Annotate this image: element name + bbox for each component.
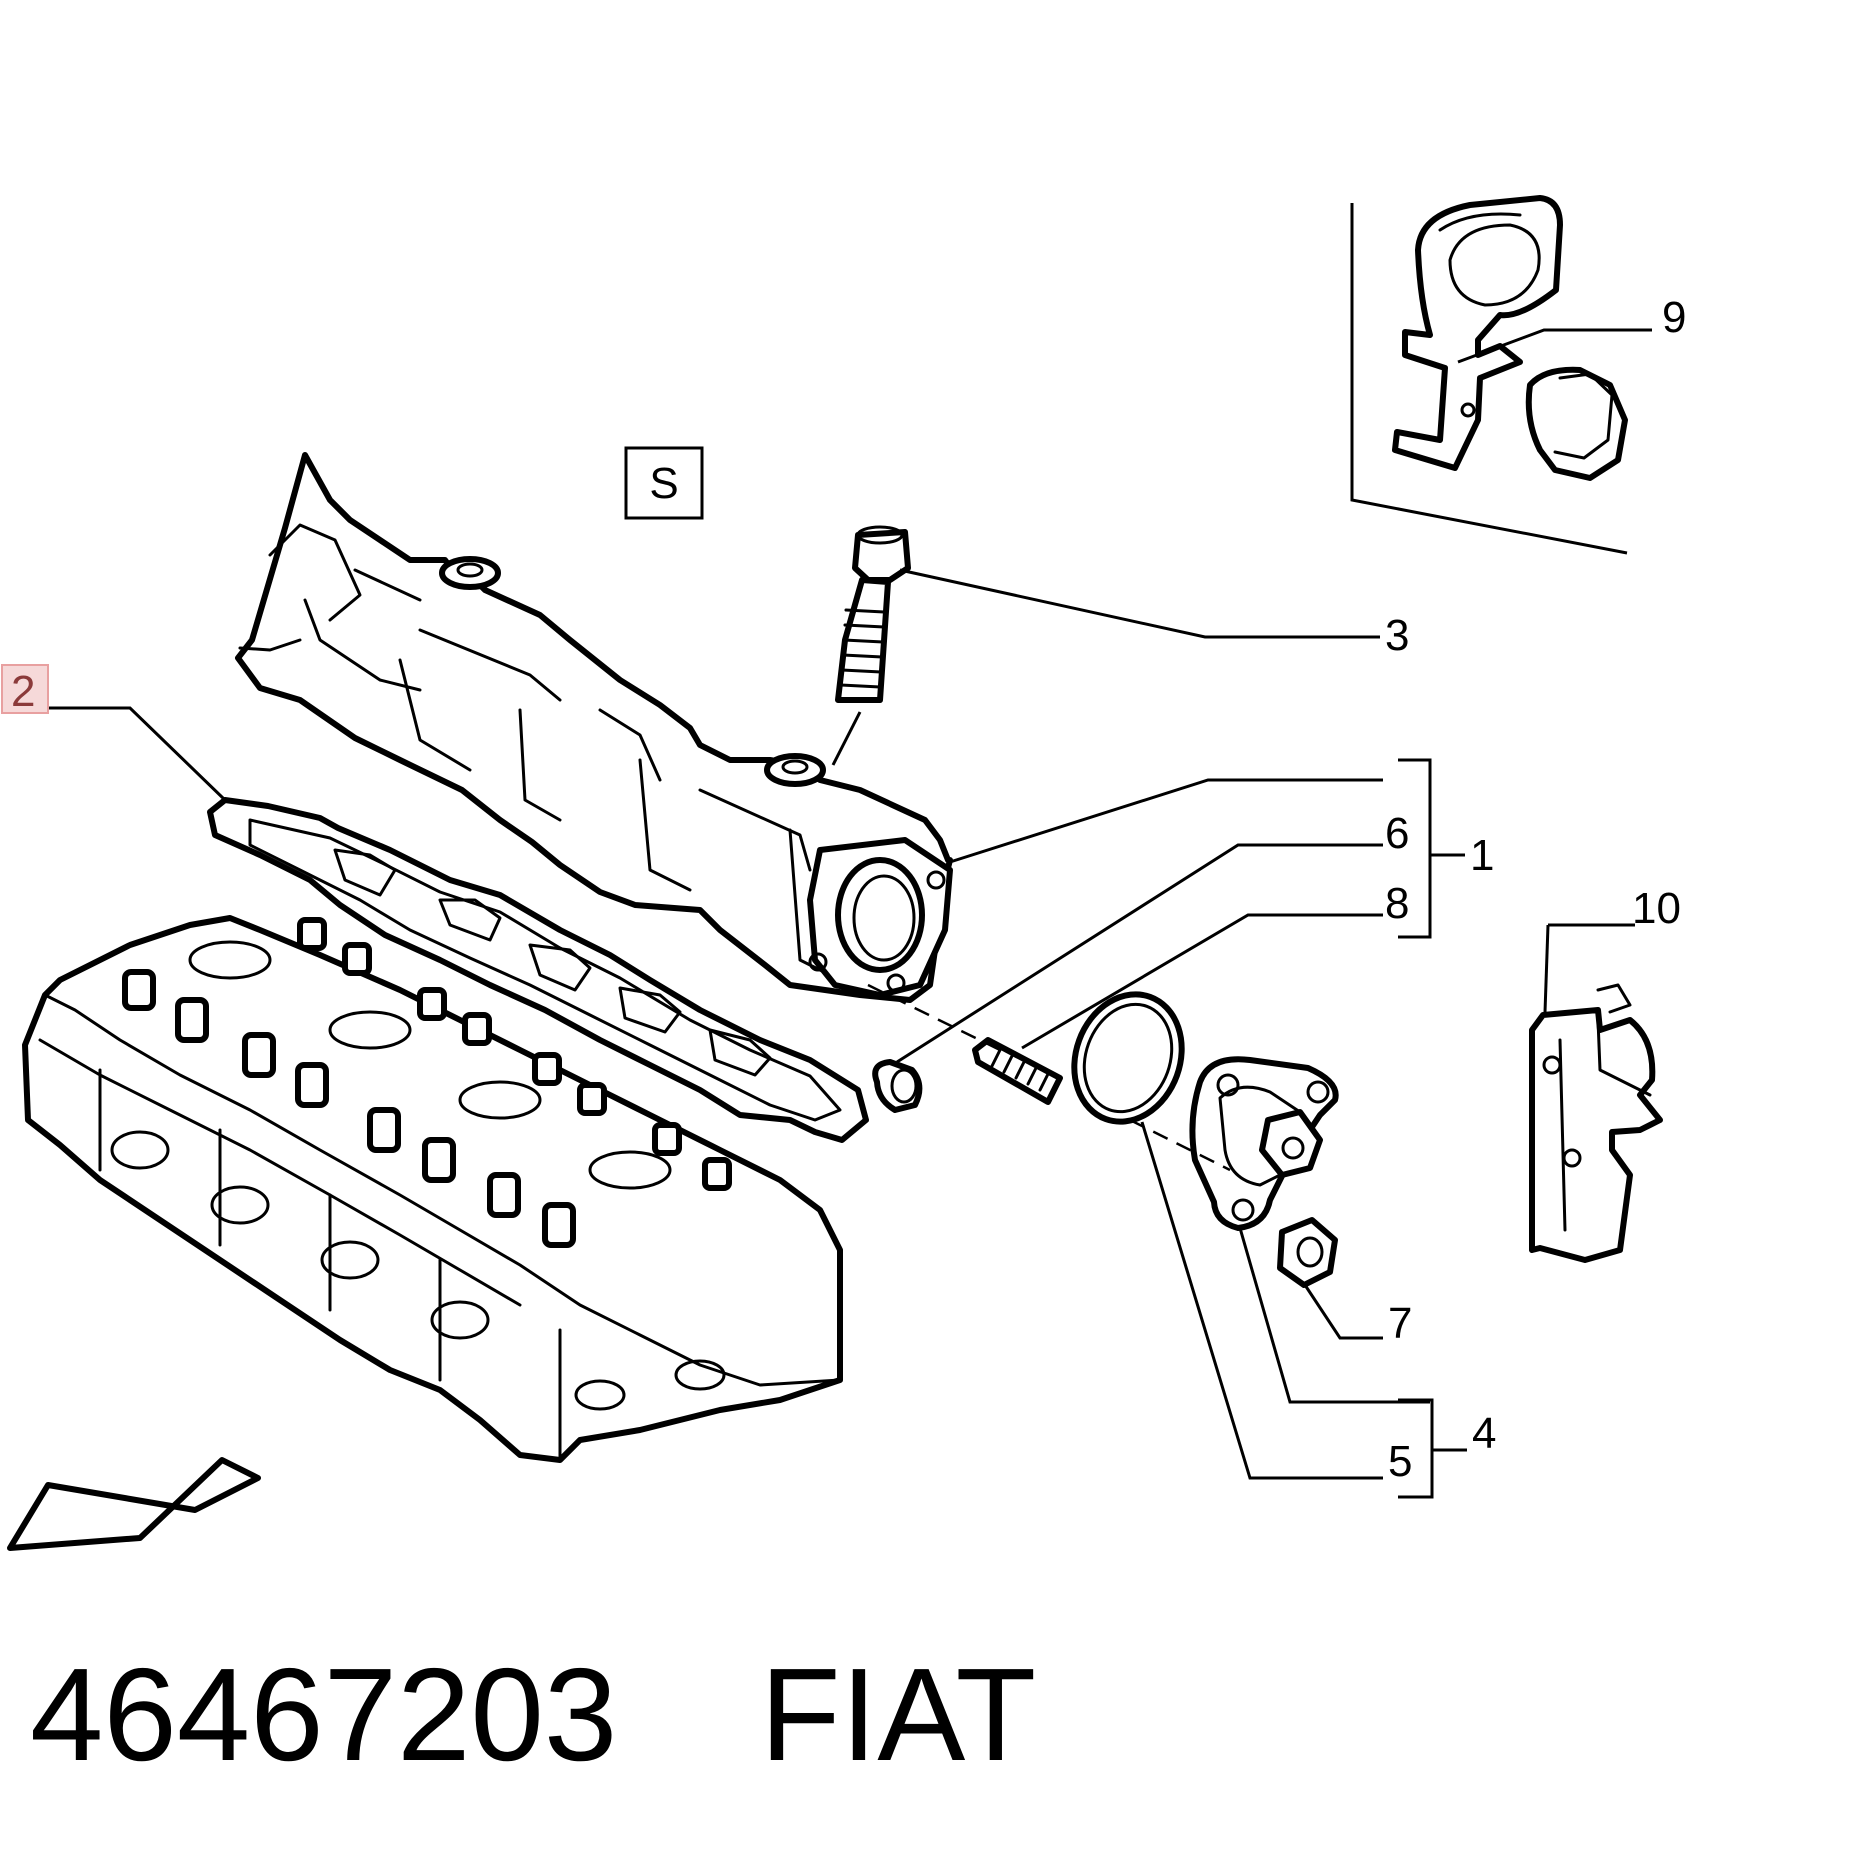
section-box: S <box>624 446 704 520</box>
inset-frame-part-9 <box>1350 203 1628 555</box>
callout-7: 7 <box>1388 1299 1412 1348</box>
part-7-nut <box>1277 1217 1338 1288</box>
callout-3: 3 <box>1385 611 1409 660</box>
part-9-sensor-bracket <box>1392 195 1652 481</box>
tappets <box>122 917 732 1248</box>
direction-arrow-icon <box>7 1457 261 1551</box>
callout-2: 2 <box>11 667 35 716</box>
callout-10: 10 <box>1632 884 1681 933</box>
part-6-plug <box>872 1059 923 1113</box>
footer: 46467203 FIAT <box>30 1641 1036 1788</box>
part-8-stud <box>972 1037 1063 1105</box>
callout-5: 5 <box>1388 1437 1412 1486</box>
callout-4: 4 <box>1472 1409 1496 1458</box>
callout-2-highlight <box>1 664 49 714</box>
callout-6: 6 <box>1385 809 1409 858</box>
part-4-thermostat-housing <box>1189 1056 1339 1231</box>
assembly-axis-line-2 <box>1129 1118 1231 1172</box>
leader-lines <box>48 706 1635 1499</box>
brand-name: FIAT <box>760 1641 1036 1788</box>
callout-9: 9 <box>1662 293 1686 342</box>
part-10-bracket <box>1529 983 1663 1263</box>
part-3-bolt <box>831 525 1380 766</box>
section-code: S <box>649 459 678 508</box>
part-2-gasket <box>207 797 869 1143</box>
callout-1: 1 <box>1470 831 1494 880</box>
callout-labels: 2 1 3 4 5 6 7 8 9 10 <box>1 293 1686 1486</box>
callout-8: 8 <box>1385 879 1409 928</box>
part-1-cylinder-head-cover <box>235 452 953 1003</box>
cylinder-head <box>22 915 843 1463</box>
part-number: 46467203 <box>30 1641 617 1788</box>
part-5-o-ring <box>1071 991 1185 1125</box>
